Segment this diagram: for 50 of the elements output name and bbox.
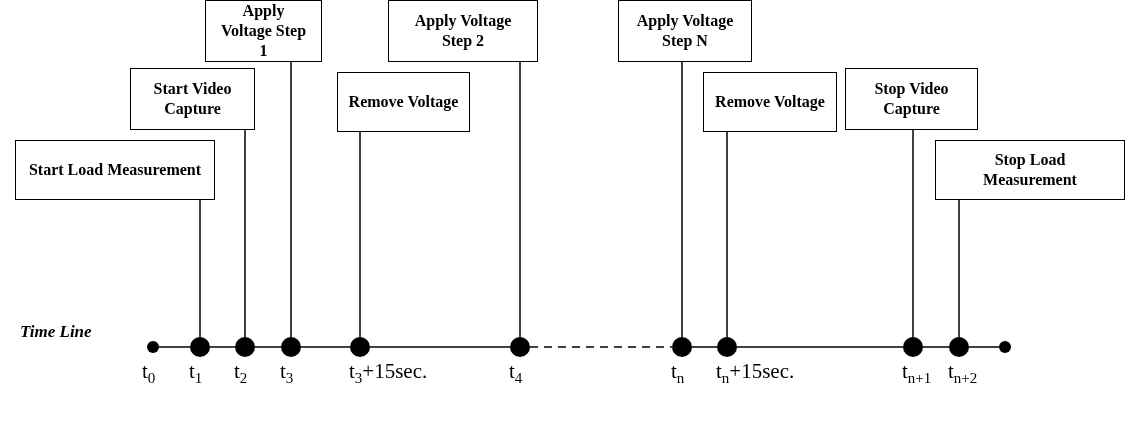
timeline-segment <box>529 346 673 348</box>
time-label: t$_{1}$ <box>189 359 203 388</box>
timeline-dot <box>999 341 1011 353</box>
step-box: Start Load Measurement <box>15 140 215 200</box>
timeline-dot <box>717 337 737 357</box>
time-label: t$_{4}$ <box>509 359 523 388</box>
timeline-segment <box>209 346 236 348</box>
time-label: t$_{n+1}$ <box>902 359 932 388</box>
time-label: t$_{n}$ <box>671 359 685 388</box>
time-label: t$_{n+2}$ <box>948 359 978 388</box>
step-box: Apply Voltage Step N <box>618 0 752 62</box>
leader-line <box>244 129 246 338</box>
timeline-dot <box>672 337 692 357</box>
timeline-segment <box>736 346 904 348</box>
timeline-dot <box>147 341 159 353</box>
step-box: Remove Voltage <box>703 72 837 132</box>
step-box: Start Video Capture <box>130 68 255 130</box>
timeline-dot <box>350 337 370 357</box>
timeline-segment <box>158 346 191 348</box>
timeline-dot <box>190 337 210 357</box>
timeline-dot <box>949 337 969 357</box>
time-label: t$_{2}$ <box>234 359 248 388</box>
step-box: Apply Voltage Step 2 <box>388 0 538 62</box>
time-label: t$_{3}$+15sec. <box>349 359 428 388</box>
timeline-dot <box>281 337 301 357</box>
step-box: Stop Video Capture <box>845 68 978 130</box>
leader-line <box>290 61 292 338</box>
timeline-dot <box>235 337 255 357</box>
leader-line <box>958 199 960 338</box>
leader-line <box>681 61 683 338</box>
step-box: Stop Load Measurement <box>935 140 1125 200</box>
axis-title: Time Line <box>20 322 92 342</box>
timeline-segment <box>968 346 1000 348</box>
timeline-segment <box>922 346 950 348</box>
leader-line <box>519 61 521 338</box>
time-label: t$_{0}$ <box>142 359 156 388</box>
time-label: t$_{n}$+15sec. <box>716 359 795 388</box>
leader-line <box>359 131 361 338</box>
time-label: t$_{3}$ <box>280 359 294 388</box>
timeline-segment <box>691 346 718 348</box>
timeline-dot <box>510 337 530 357</box>
leader-line <box>726 131 728 338</box>
timeline-segment <box>369 346 511 348</box>
step-box: Apply Voltage Step 1 <box>205 0 322 62</box>
leader-line <box>912 129 914 338</box>
timeline-segment <box>300 346 351 348</box>
timeline-dot <box>903 337 923 357</box>
timeline-segment <box>254 346 282 348</box>
leader-line <box>199 199 201 338</box>
step-box: Remove Voltage <box>337 72 470 132</box>
